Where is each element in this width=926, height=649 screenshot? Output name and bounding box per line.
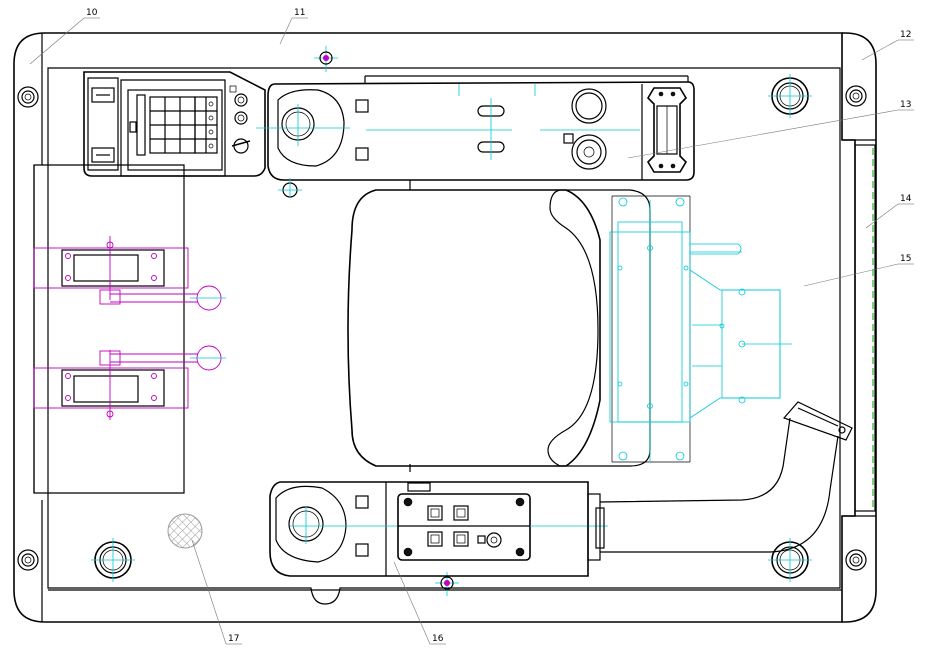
inner-plate	[47, 67, 842, 605]
corner-bolt-top-left	[17, 86, 39, 108]
callout-labels: 10 11 12 13 14 15 16 17	[86, 8, 912, 644]
hatched-circle	[167, 513, 203, 549]
corner-bolt-bottom-left	[17, 549, 39, 571]
top-right-control-module	[256, 75, 695, 198]
callout-13: 13	[900, 100, 911, 110]
callout-12: 12	[900, 30, 911, 40]
mounting-bolt-bottom-left	[91, 538, 135, 582]
callout-16: 16	[432, 634, 444, 644]
callout-11: 11	[294, 8, 305, 18]
mounting-bolt-top-right	[768, 74, 812, 118]
callout-14: 14	[900, 194, 912, 204]
corner-bolt-top-right	[845, 85, 867, 107]
callout-15: 15	[900, 254, 911, 264]
outer-frame	[13, 32, 877, 623]
screw-marker-bottom	[435, 572, 459, 596]
edge-strip	[854, 144, 876, 512]
lever-lower	[33, 345, 226, 420]
callout-leaders	[29, 17, 914, 645]
bottom-control-module	[269, 481, 608, 577]
corner-bolt-bottom-right	[845, 549, 867, 571]
lever-upper	[33, 236, 226, 311]
top-left-control-box	[83, 71, 266, 177]
mounting-bolt-bottom-right	[768, 538, 812, 582]
seat	[347, 180, 691, 472]
left-panel	[33, 164, 185, 494]
callout-10: 10	[86, 8, 98, 18]
cable	[599, 401, 853, 553]
seat-base-mechanism	[609, 197, 792, 462]
screw-marker-top	[314, 46, 338, 72]
callout-17: 17	[228, 634, 239, 644]
